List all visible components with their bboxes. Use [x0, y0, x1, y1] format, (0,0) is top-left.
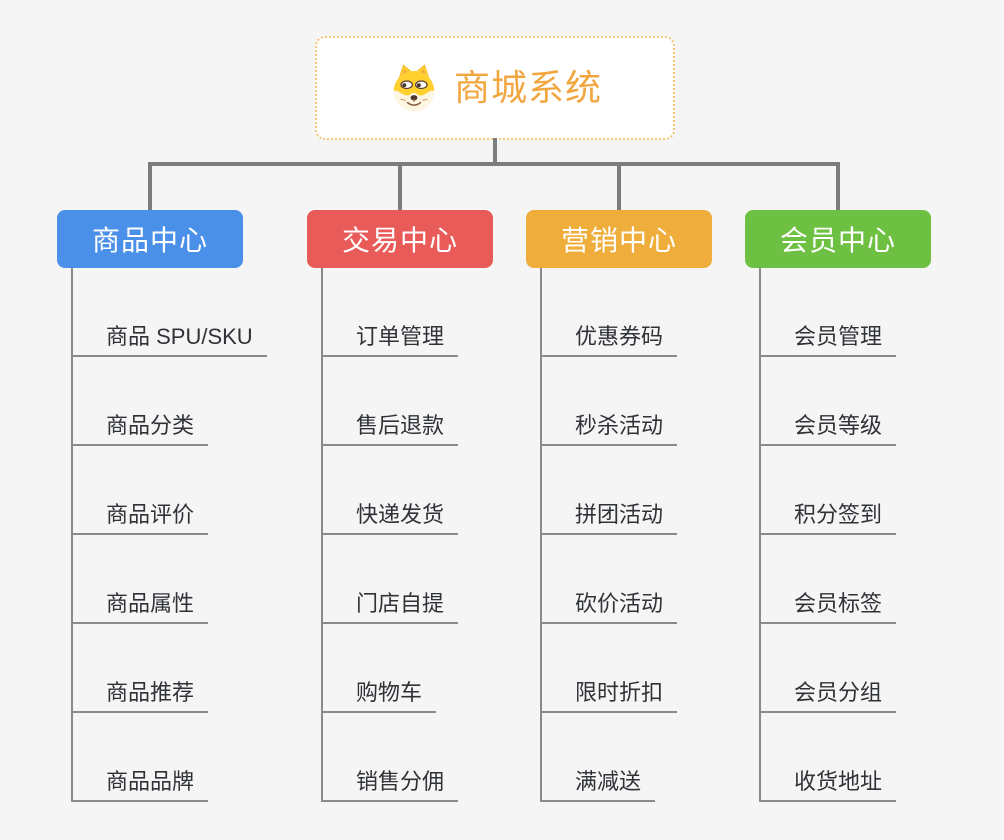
leaf-store-pickup[interactable]: 门店自提 — [323, 593, 459, 624]
leaf-member-tags[interactable]: 会员标签 — [761, 593, 897, 624]
leaf-limited-time-discount[interactable]: 限时折扣 — [542, 682, 678, 713]
connector-drop-trade — [398, 162, 402, 212]
leaf-product-spu-sku[interactable]: 商品 SPU/SKU — [73, 326, 267, 357]
leaf-row: 满减送 — [542, 713, 677, 802]
branch-items-marketing: 优惠券码 秒杀活动 拼团活动 砍价活动 限时折扣 满减送 — [540, 268, 678, 802]
leaf-product-category[interactable]: 商品分类 — [73, 415, 209, 446]
leaf-product-review[interactable]: 商品评价 — [73, 504, 209, 535]
connector-drop-marketing — [617, 162, 621, 212]
leaf-row: 优惠券码 — [542, 268, 678, 357]
leaf-row: 拼团活动 — [542, 446, 678, 535]
leaf-row: 积分签到 — [761, 446, 897, 535]
leaf-shipping-address[interactable]: 收货地址 — [761, 771, 897, 802]
leaf-product-brand[interactable]: 商品品牌 — [73, 771, 209, 802]
leaf-row: 购物车 — [323, 624, 458, 713]
leaf-row: 商品评价 — [73, 446, 267, 535]
leaf-after-sale-refund[interactable]: 售后退款 — [323, 415, 459, 446]
branch-trade-center: 交易中心 订单管理 售后退款 快递发货 门店自提 购物车 销售分佣 — [307, 210, 493, 802]
leaf-row: 商品 SPU/SKU — [73, 268, 267, 357]
leaf-row: 售后退款 — [323, 357, 459, 446]
leaf-row: 会员等级 — [761, 357, 897, 446]
root-title: 商城系统 — [453, 67, 602, 108]
leaf-member-level[interactable]: 会员等级 — [761, 415, 897, 446]
leaf-row: 商品品牌 — [73, 713, 267, 802]
leaf-member-management[interactable]: 会员管理 — [761, 326, 897, 357]
leaf-row: 商品分类 — [73, 357, 267, 446]
leaf-row: 门店自提 — [323, 535, 459, 624]
branch-member-center: 会员中心 会员管理 会员等级 积分签到 会员标签 会员分组 收货地址 — [745, 210, 931, 802]
leaf-full-reduction[interactable]: 满减送 — [542, 771, 656, 802]
connector-drop-product — [148, 162, 152, 212]
leaf-points-checkin[interactable]: 积分签到 — [761, 504, 897, 535]
leaf-row: 会员标签 — [761, 535, 897, 624]
branch-items-trade: 订单管理 售后退款 快递发货 门店自提 购物车 销售分佣 — [321, 268, 459, 802]
leaf-row: 商品属性 — [73, 535, 267, 624]
connector-drop-member — [836, 162, 840, 212]
leaf-bargain-activity[interactable]: 砍价活动 — [542, 593, 678, 624]
connector-root-stub — [493, 138, 497, 164]
leaf-coupon-code[interactable]: 优惠券码 — [542, 326, 678, 357]
leaf-shopping-cart[interactable]: 购物车 — [323, 682, 437, 713]
branch-node-product-center[interactable]: 商品中心 — [57, 210, 243, 268]
root-node-mall-system[interactable]: 商城系统 — [315, 36, 675, 140]
branch-items-product: 商品 SPU/SKU 商品分类 商品评价 商品属性 商品推荐 商品品牌 — [71, 268, 267, 802]
leaf-row: 订单管理 — [323, 268, 459, 357]
leaf-member-groups[interactable]: 会员分组 — [761, 682, 897, 713]
leaf-product-attribute[interactable]: 商品属性 — [73, 593, 209, 624]
leaf-express-delivery[interactable]: 快递发货 — [323, 504, 459, 535]
branch-node-trade-center[interactable]: 交易中心 — [307, 210, 493, 268]
branch-items-member: 会员管理 会员等级 积分签到 会员标签 会员分组 收货地址 — [759, 268, 897, 802]
branch-node-member-center[interactable]: 会员中心 — [745, 210, 931, 268]
leaf-row: 销售分佣 — [323, 713, 459, 802]
leaf-product-recommend[interactable]: 商品推荐 — [73, 682, 209, 713]
connector-horizontal-bar — [148, 162, 840, 166]
leaf-row: 砍价活动 — [542, 535, 678, 624]
leaf-order-management[interactable]: 订单管理 — [323, 326, 459, 357]
leaf-row: 收货地址 — [761, 713, 897, 802]
shiba-dog-icon — [393, 64, 435, 112]
leaf-row: 会员管理 — [761, 268, 897, 357]
branch-product-center: 商品中心 商品 SPU/SKU 商品分类 商品评价 商品属性 商品推荐 商品品牌 — [57, 210, 267, 802]
leaf-row: 限时折扣 — [542, 624, 678, 713]
leaf-group-buy[interactable]: 拼团活动 — [542, 504, 678, 535]
leaf-sales-commission[interactable]: 销售分佣 — [323, 771, 459, 802]
leaf-flash-sale[interactable]: 秒杀活动 — [542, 415, 678, 446]
leaf-row: 会员分组 — [761, 624, 897, 713]
branch-node-marketing-center[interactable]: 营销中心 — [526, 210, 712, 268]
leaf-row: 快递发货 — [323, 446, 459, 535]
leaf-row: 商品推荐 — [73, 624, 267, 713]
leaf-row: 秒杀活动 — [542, 357, 678, 446]
branch-marketing-center: 营销中心 优惠券码 秒杀活动 拼团活动 砍价活动 限时折扣 满减送 — [526, 210, 712, 802]
